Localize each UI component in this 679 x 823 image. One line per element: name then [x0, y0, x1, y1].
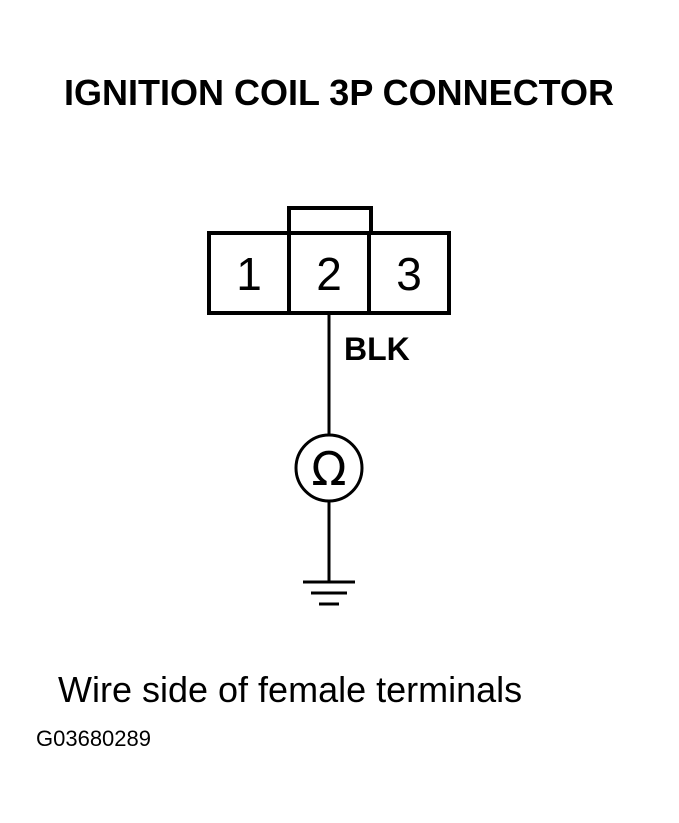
ground-icon — [303, 580, 355, 606]
diagram-caption: Wire side of female terminals — [58, 669, 522, 710]
wire-color-label: BLK — [344, 331, 410, 367]
figure-id: G03680289 — [36, 726, 151, 751]
ohm-symbol: Ω — [311, 442, 346, 496]
pin-1-label: 1 — [236, 248, 262, 300]
pin-3-label: 3 — [396, 248, 422, 300]
ohmmeter-icon: Ω — [294, 433, 364, 503]
diagram-title: IGNITION COIL 3P CONNECTOR — [64, 72, 614, 113]
pin-2-label: 2 — [316, 248, 342, 300]
connector-lock-tab — [287, 206, 373, 233]
